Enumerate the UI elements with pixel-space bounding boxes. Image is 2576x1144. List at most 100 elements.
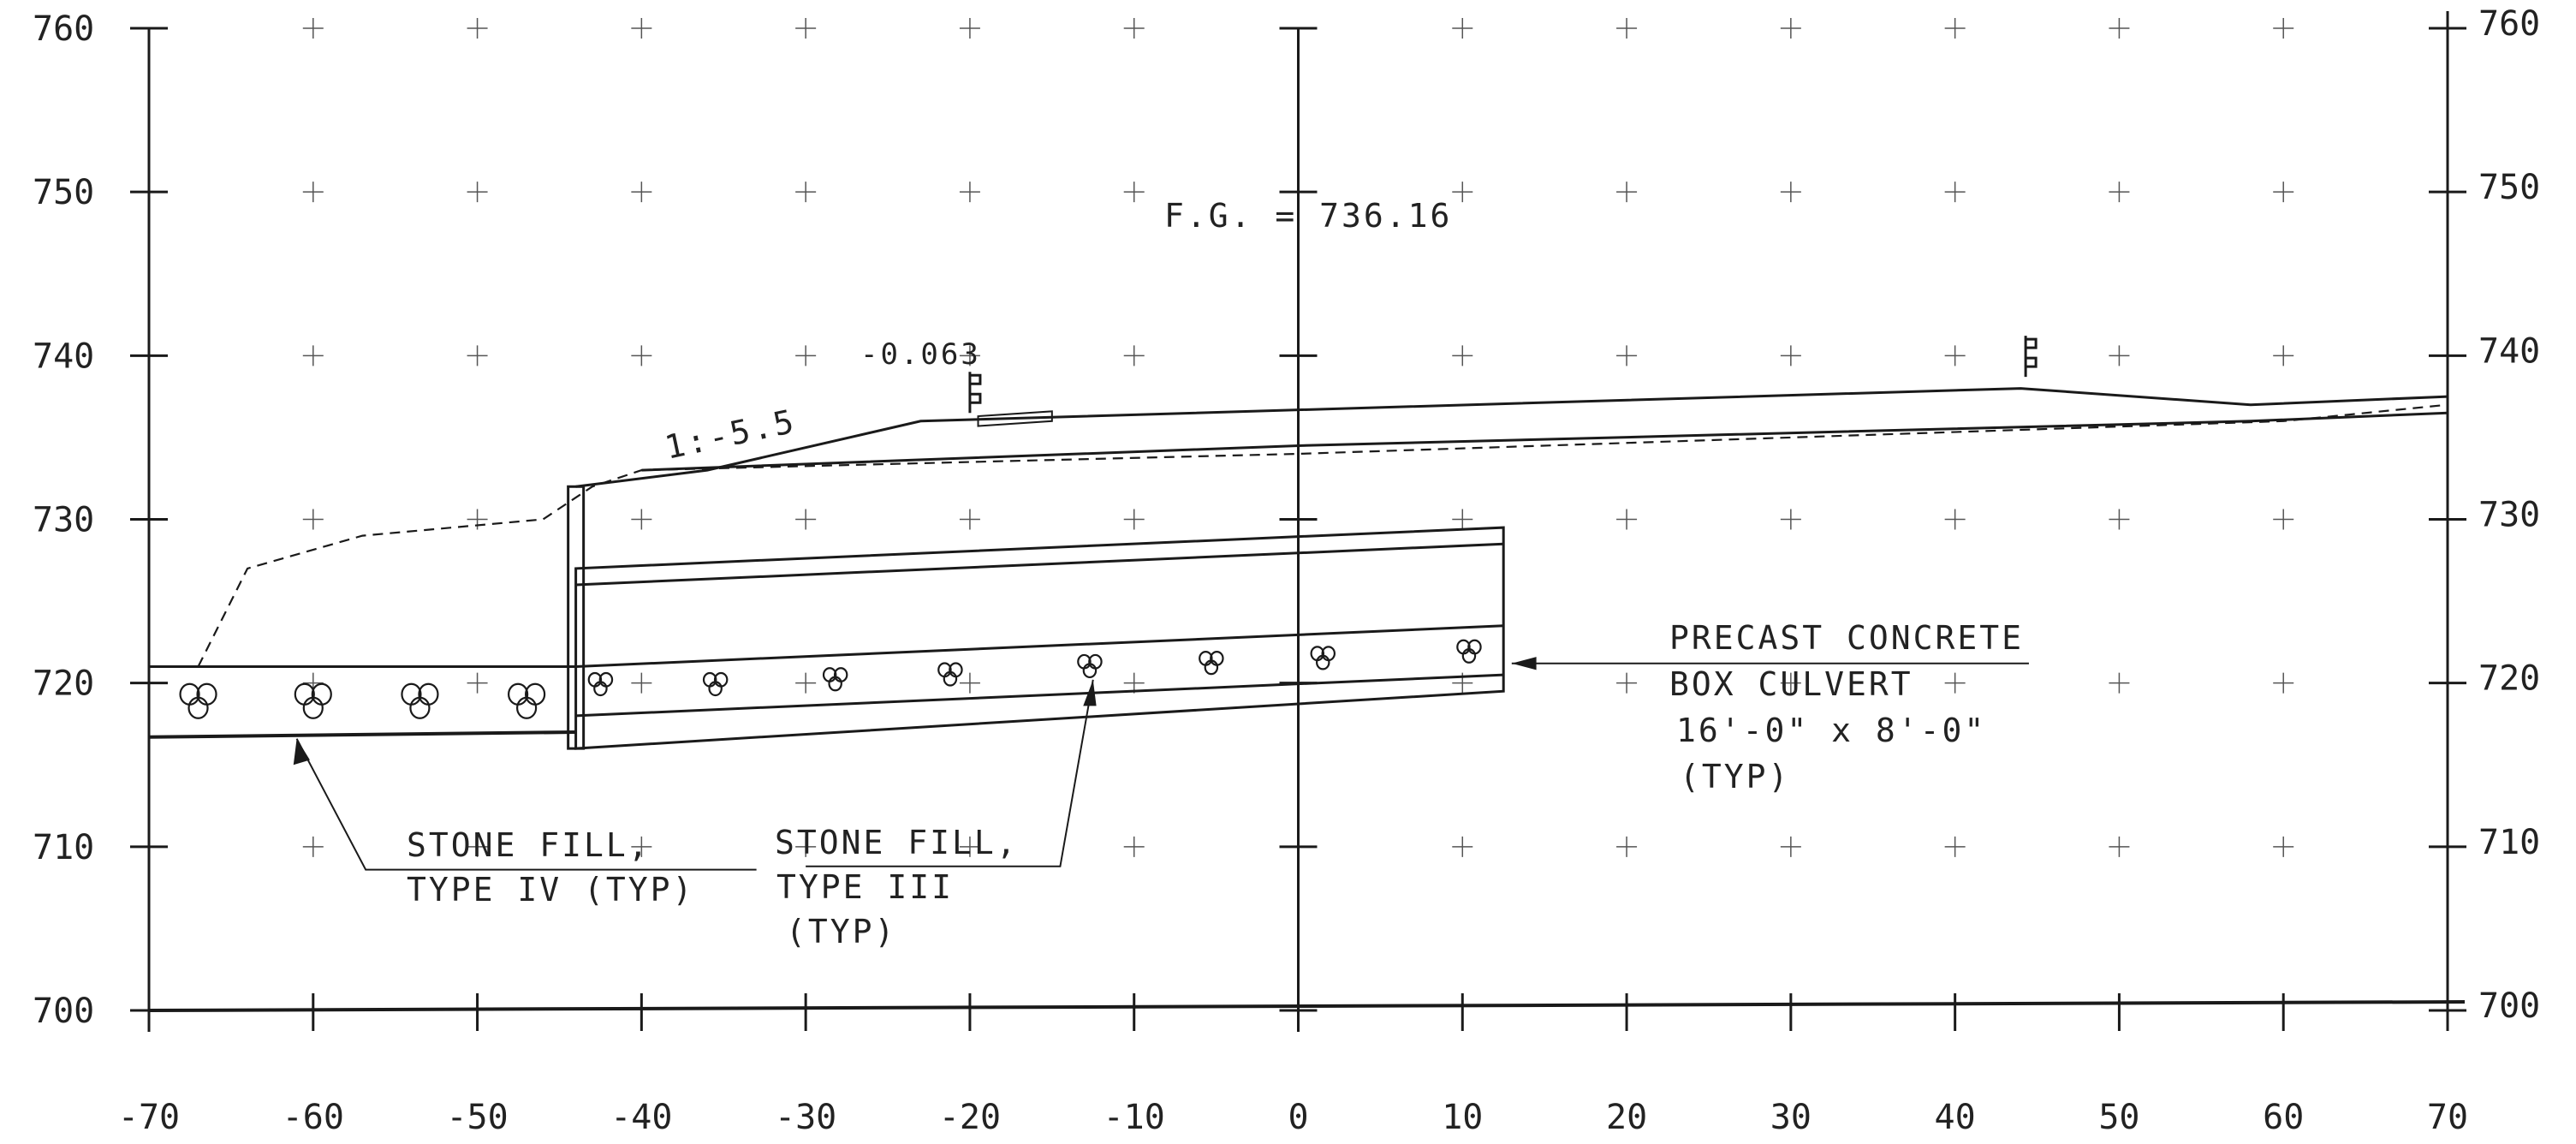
grid-cross: [795, 18, 817, 39]
stone-circle: [302, 696, 324, 719]
x-tick-label: 70: [2427, 1098, 2468, 1137]
x-tick-label: -20: [939, 1098, 1001, 1137]
y-tick-label-right: 710: [2478, 823, 2540, 862]
grid-cross: [2109, 836, 2130, 857]
grid-cross: [2273, 509, 2294, 530]
stone-fill-iii-line-3: (TYP): [786, 913, 896, 950]
grid-cross: [467, 18, 488, 39]
stone-circle: [943, 670, 958, 687]
grid-cross: [2109, 672, 2130, 694]
culvert-top-slab-line: [575, 542, 1504, 587]
x-tick-label: -40: [610, 1098, 672, 1137]
grid-cross: [631, 18, 652, 39]
grid-cross: [1944, 672, 1966, 694]
grid-cross: [1616, 182, 1638, 203]
stone-fill-iii-symbol: [1456, 639, 1482, 664]
culvert-note-line-4: (TYP): [1680, 758, 1790, 795]
x-tick-label: 60: [2263, 1098, 2304, 1137]
grid-cross: [631, 345, 652, 366]
stone-circle: [1316, 654, 1330, 670]
stone-fill-iv-bottom-line: [148, 730, 576, 739]
grid-cross: [1780, 18, 1801, 39]
y-tick-label-left: 720: [33, 664, 94, 704]
grid-cross: [2109, 345, 2130, 366]
axis-ticks: [130, 27, 2466, 1031]
x-tick-label: 0: [1288, 1098, 1308, 1137]
grid-cross: [302, 182, 324, 203]
grid-cross: [1944, 836, 1966, 857]
stone-fill-iii-arrowhead: [1083, 679, 1097, 706]
x-tick-label: 50: [2098, 1098, 2139, 1137]
grid-cross: [2273, 18, 2294, 39]
stone-fill-iii-symbol: [1077, 653, 1103, 679]
stone-fill-iii-symbol: [822, 667, 848, 692]
grid-cross: [1123, 182, 1145, 203]
stone-fill-iv-symbol: [179, 682, 217, 719]
y-tick-label-right: 730: [2478, 496, 2540, 535]
stone-fill-iii-line-2: TYPE III: [776, 868, 954, 906]
profiles: [148, 387, 2448, 750]
grid-cross: [1616, 836, 1638, 857]
grid-cross: [1616, 509, 1638, 530]
side-slope-label: 1:-5.5: [662, 402, 800, 466]
x-tick-label: 20: [1606, 1098, 1647, 1137]
y-tick-label-right: 760: [2478, 4, 2540, 44]
stone-fill-iv-line-2: TYPE IV (TYP): [407, 871, 694, 909]
axes: [147, 11, 2466, 1032]
stone-fill-iv-symbol: [294, 682, 332, 719]
y-tick-label-right: 720: [2478, 659, 2540, 699]
grid-cross: [959, 345, 980, 366]
stone-symbols: [179, 639, 1482, 719]
headwall: [567, 485, 586, 750]
pavement-edge: [977, 410, 1053, 427]
culvert-note-line-3: 16'-0" x 8'-0": [1676, 712, 1986, 749]
grid-cross: [959, 672, 980, 694]
grid-cross: [631, 509, 652, 530]
grid-cross: [1123, 345, 1145, 366]
grid-cross: [2273, 182, 2294, 203]
culvert-note-line-2: BOX CULVERT: [1669, 665, 1913, 703]
stone-circle: [1204, 659, 1219, 676]
grid-cross: [302, 509, 324, 530]
grid-cross: [302, 18, 324, 39]
x-tick-label: -50: [446, 1098, 508, 1137]
grid-cross: [2109, 509, 2130, 530]
y-tick-label-right: 700: [2478, 986, 2540, 1026]
stone-circle: [516, 696, 538, 719]
stone-fill-iii-top-line: [575, 624, 1504, 668]
y-tick-label-right: 750: [2478, 168, 2540, 207]
leader-lines: [293, 657, 2029, 871]
grid-cross: [1123, 836, 1145, 857]
stone-circle: [508, 682, 529, 706]
cross-slope-label: -0.063: [860, 337, 981, 372]
grid-cross: [1944, 182, 1966, 203]
grid-cross: [1452, 182, 1473, 203]
y-tick-label-left: 700: [33, 992, 94, 1031]
stone-fill-iii-symbol: [1199, 651, 1224, 676]
grid-crosses: [302, 18, 2294, 857]
guardrail: [968, 372, 982, 414]
grid-cross: [1452, 18, 1473, 39]
grid-cross: [2109, 18, 2130, 39]
grid-cross: [302, 836, 324, 857]
stone-fill-iv-line-1: STONE FILL,: [407, 826, 651, 864]
guardrails: [968, 336, 2038, 427]
stone-circle: [401, 682, 422, 706]
grid-cross: [2273, 345, 2294, 366]
finished-grade-label: F.G. = 736.16: [1164, 197, 1452, 235]
grid-cross: [631, 672, 652, 694]
x-tick-label: 40: [1935, 1098, 1976, 1137]
culvert-note: PRECAST CONCRETE BOX CULVERT 16'-0" x 8'…: [1669, 619, 2021, 795]
subgrade-line: [641, 411, 2448, 472]
stone-circle: [708, 681, 723, 697]
grid-cross: [467, 345, 488, 366]
grid-cross: [1944, 509, 1966, 530]
grid-cross: [467, 509, 488, 530]
grid-cross: [1616, 672, 1638, 694]
y-tick-label-left: 730: [33, 501, 94, 540]
stone-circle: [409, 696, 431, 719]
stone-circle: [179, 682, 200, 706]
grid-cross: [1780, 509, 1801, 530]
culvert-bottom-slab-line: [575, 673, 1504, 718]
